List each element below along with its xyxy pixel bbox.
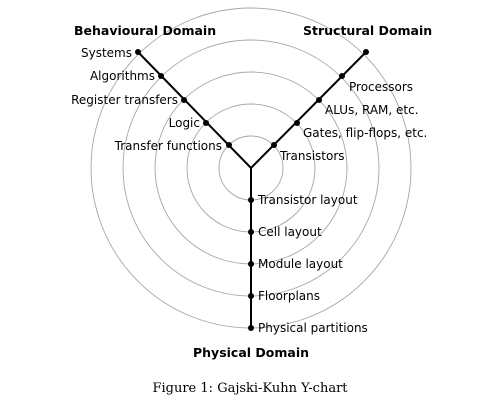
structural-dots bbox=[271, 49, 369, 148]
behavioural-level-register-transfers: Register transfers bbox=[71, 93, 178, 107]
structural-dot-1 bbox=[271, 142, 277, 148]
physical-dot-5 bbox=[248, 325, 254, 331]
behavioural-dot-1 bbox=[226, 142, 232, 148]
structural-dot-4 bbox=[339, 73, 345, 79]
structural-dot-2 bbox=[294, 120, 300, 126]
caption-label: Figure 1: bbox=[152, 381, 213, 396]
structural-dot-5 bbox=[363, 49, 369, 55]
physical-dots bbox=[248, 197, 254, 331]
behavioural-domain-title: Behavioural Domain bbox=[74, 23, 216, 38]
behavioural-axis bbox=[137, 51, 252, 169]
physical-level-floorplans: Floorplans bbox=[258, 289, 320, 303]
physical-level-transistor-layout: Transistor layout bbox=[257, 193, 358, 207]
behavioural-dot-2 bbox=[203, 120, 209, 126]
physical-dot-2 bbox=[248, 229, 254, 235]
physical-domain-title: Physical Domain bbox=[193, 345, 309, 360]
structural-level-transistors: Transistors bbox=[279, 149, 345, 163]
physical-dot-4 bbox=[248, 293, 254, 299]
physical-dot-1 bbox=[248, 197, 254, 203]
caption-text: Gajski-Kuhn Y-chart bbox=[217, 381, 348, 396]
behavioural-level-systems: Systems bbox=[81, 46, 132, 60]
physical-level-cell-layout: Cell layout bbox=[258, 225, 322, 239]
structural-level-processors: Processors bbox=[349, 80, 413, 94]
physical-level-module-layout: Module layout bbox=[258, 257, 343, 271]
behavioural-dots bbox=[135, 49, 232, 148]
figure-caption: Figure 1: Gajski-Kuhn Y-chart bbox=[152, 381, 348, 396]
physical-level-physical-partitions: Physical partitions bbox=[258, 321, 368, 335]
behavioural-level-logic: Logic bbox=[169, 116, 200, 130]
structural-dot-3 bbox=[316, 97, 322, 103]
behavioural-dot-3 bbox=[181, 97, 187, 103]
physical-dot-3 bbox=[248, 261, 254, 267]
structural-level-alus-ram: ALUs, RAM, etc. bbox=[325, 103, 419, 117]
structural-domain-title: Structural Domain bbox=[303, 23, 432, 38]
behavioural-level-algorithms: Algorithms bbox=[90, 69, 155, 83]
behavioural-dot-4 bbox=[158, 73, 164, 79]
structural-level-gates-flip-flops: Gates, flip-flops, etc. bbox=[303, 126, 427, 140]
behavioural-dot-5 bbox=[135, 49, 141, 55]
behavioural-level-transfer-functions: Transfer functions bbox=[114, 139, 222, 153]
structural-axis bbox=[250, 51, 367, 169]
